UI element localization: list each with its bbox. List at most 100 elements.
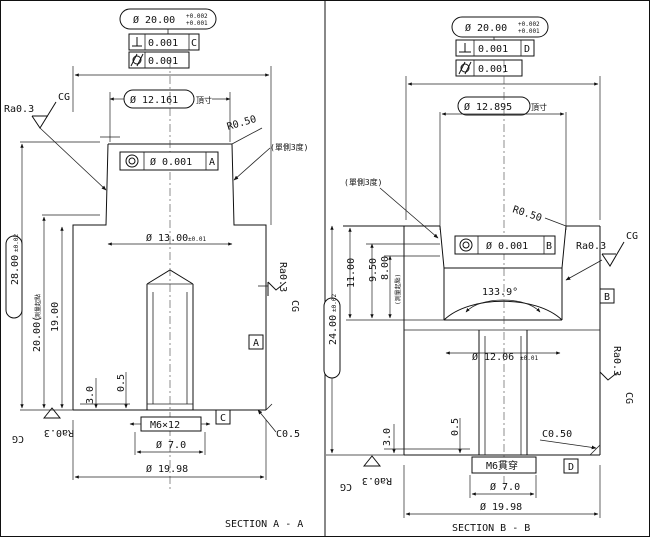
height-19-a: 19.00 <box>50 302 61 332</box>
thread-b: M6貫穿 <box>486 459 518 472</box>
cyl-value: 0.001 <box>148 56 178 67</box>
ra-bottom-a: Ra0.3 <box>44 427 74 438</box>
perpendicularity-frame <box>128 33 200 51</box>
surface-finish-icon <box>42 407 62 419</box>
dim-05-a: 0.5 <box>116 374 127 392</box>
cylindricity-icon <box>130 53 144 67</box>
height-ref-note-a: 測量起點 <box>34 294 42 318</box>
height-ref-a: 20.00( <box>32 316 43 352</box>
perp-value-b: 0.001 <box>478 44 508 55</box>
ra-top-b: Ra0.3 <box>576 241 606 252</box>
conc-value-a: Ø 0.001 <box>150 156 192 168</box>
dia-1998-a: Ø 19.98 <box>146 463 188 475</box>
bore-dia-b: Ø 12.06 <box>472 351 514 363</box>
outer-dia-dev-lower: +0.001 <box>186 20 208 27</box>
datum-c-box <box>215 409 231 425</box>
ra-top-left: Ra0.3 <box>4 104 34 115</box>
cylindricity-frame <box>128 51 190 69</box>
cg-bottom-a: CG <box>12 433 24 444</box>
part-outline-a <box>72 143 273 411</box>
height-total-pill-a <box>5 235 23 319</box>
angle-b: 133.9° <box>482 287 518 298</box>
ra-right-b: Ra0.3 <box>611 346 622 376</box>
taper-note-a: (單側3度) <box>270 142 308 152</box>
perp-value: 0.001 <box>148 38 178 49</box>
section-label-b: SECTION B - B <box>452 523 530 534</box>
height-total-a: 28.00 <box>10 255 21 285</box>
surface-finish-icon <box>267 281 287 296</box>
chamfer-a: C0.5 <box>276 429 300 440</box>
h-950-b: 9.50 <box>368 258 379 282</box>
perpendicularity-icon <box>132 37 142 47</box>
perp-datum: C <box>191 38 197 49</box>
cg-right-a: CG <box>289 300 300 312</box>
mid-dia-text-a: Ø 13.00 <box>146 232 188 244</box>
h-11-b: 11.00 <box>346 258 357 288</box>
section-b-b: Ø 20.00 +0.002 +0.001 0.001 D 0.001 Ø 12… <box>323 16 638 534</box>
surface-finish-icon <box>362 455 382 467</box>
outer-dia-dev-upper-b: +0.002 <box>518 21 540 28</box>
radius-b: R0.50 <box>511 204 543 224</box>
conc-datum-a: A <box>209 157 215 168</box>
perpendicularity-frame-b <box>455 39 535 57</box>
datum-a: A <box>253 338 259 349</box>
surface-finish-icon <box>31 101 57 129</box>
thread-box-b <box>471 456 537 474</box>
cg-top-b: CG <box>626 231 638 242</box>
datum-c: C <box>220 413 226 424</box>
dim-30-b: 3.0 <box>382 428 393 446</box>
datum-d: D <box>568 462 574 473</box>
section-label-a: SECTION A - A <box>225 519 303 530</box>
concentricity-frame-a <box>119 151 219 171</box>
height-total-b: 24.00 <box>328 315 339 345</box>
concentricity-frame-b <box>454 235 556 255</box>
cg-top-left: CG <box>58 92 70 103</box>
surface-finish-icon <box>599 371 619 386</box>
concentricity-icon <box>125 154 139 168</box>
dim-30-a: 3.0 <box>85 386 96 404</box>
cylindricity-icon <box>458 61 472 75</box>
outer-dia-dev-upper: +0.002 <box>186 13 208 20</box>
datum-a-box <box>248 334 264 350</box>
radius-a: R0.50 <box>226 114 258 133</box>
cg-bottom-b: CG <box>340 481 352 492</box>
cylindricity-frame-b <box>455 59 523 77</box>
h-800-note-b: (測量起點) <box>394 274 402 305</box>
cyl-value-b: 0.001 <box>478 64 508 75</box>
surface-finish-icon <box>601 241 625 267</box>
top-dia-note-b: 頂寸 <box>531 102 547 112</box>
mid-dia-tol-a: ±0.01 <box>188 236 206 243</box>
datum-d-box <box>563 458 579 474</box>
height-total-tol-b: ±0.02 <box>331 294 338 312</box>
ra-right-a: Ra0.3 <box>277 262 288 292</box>
dia-1998-b: Ø 19.98 <box>480 501 522 513</box>
datum-b-box <box>599 288 615 304</box>
outer-dia-text-b: Ø 20.00 <box>465 22 507 34</box>
ra-bottom-b: Ra0.3 <box>362 475 392 486</box>
chamfer-b: C0.50 <box>542 429 572 440</box>
datum-b: B <box>604 292 610 303</box>
height-total-tol-a: ±0.02 <box>13 234 20 252</box>
concentricity-icon <box>459 238 473 252</box>
outer-dia-pill-b <box>451 16 549 38</box>
part-outline-b <box>343 225 601 456</box>
height-total-pill-b <box>323 297 341 379</box>
top-dia-note: 頂寸 <box>196 95 212 105</box>
conc-datum-b: B <box>546 241 552 252</box>
outer-dia-text: Ø 20.00 <box>133 14 175 26</box>
thread-a: M6×12 <box>150 420 180 431</box>
dia-7-a: Ø 7.0 <box>156 439 186 451</box>
cg-right-b: CG <box>623 392 634 404</box>
dim-05-b: 0.5 <box>450 418 461 436</box>
bore-tol-b: ±0.01 <box>520 355 538 362</box>
dia-7-b: Ø 7.0 <box>490 481 520 493</box>
outer-dia-dev-lower-b: +0.001 <box>518 28 540 35</box>
top-dia-text-b: Ø 12.895 <box>464 101 512 113</box>
perp-datum-b: D <box>524 44 530 55</box>
taper-note-b: (單側3度) <box>344 177 382 187</box>
h-800-b: 8.00 <box>380 256 391 280</box>
top-dia-text: Ø 12.161 <box>130 94 178 106</box>
conc-value-b: Ø 0.001 <box>486 240 528 252</box>
perpendicularity-icon <box>459 43 471 53</box>
